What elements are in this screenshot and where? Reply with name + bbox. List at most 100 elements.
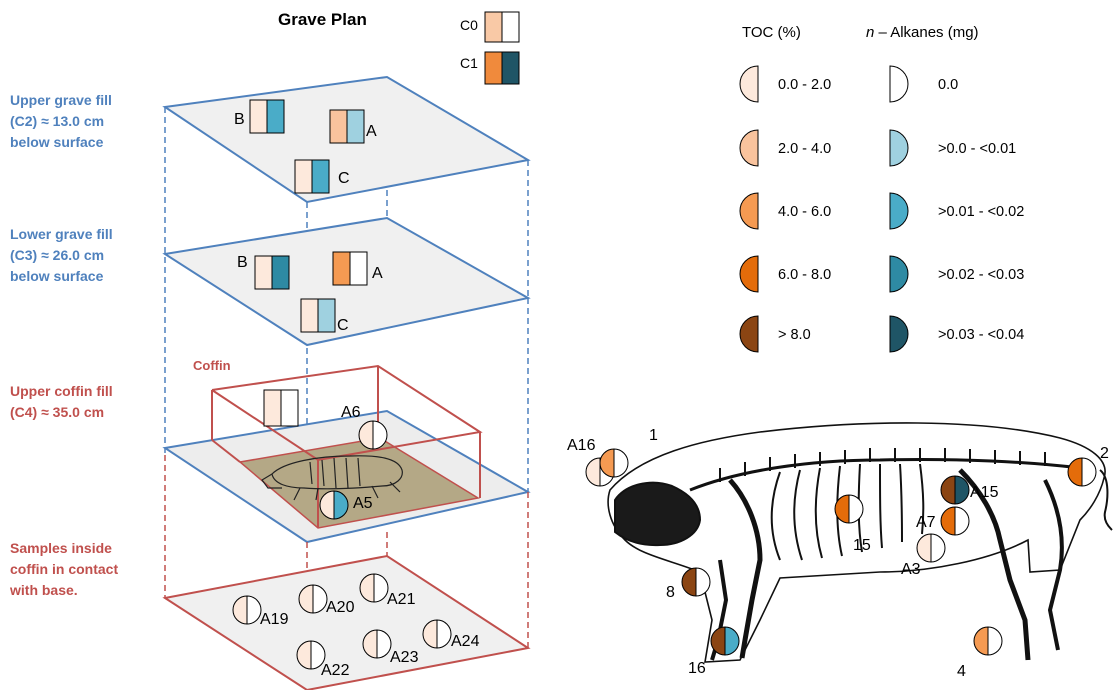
legend-toc-swatch: [739, 129, 759, 167]
toc-half: [319, 490, 335, 520]
toc-half: [1067, 457, 1083, 487]
alkanes-half: [333, 490, 349, 520]
toc-half: [599, 448, 615, 478]
legend-alkanes-swatch: [889, 315, 909, 353]
key-c1-label: C1: [460, 55, 478, 71]
alkanes-half: [1081, 457, 1097, 487]
sample-label: A19: [260, 611, 289, 628]
label-line: (C4) ≈ 35.0 cm: [10, 404, 104, 420]
sample-label: 8: [666, 584, 675, 601]
legend-toc-item: 0.0 - 2.0: [739, 65, 831, 103]
sample-label: A15: [970, 484, 999, 501]
sample-label: 16: [688, 660, 706, 677]
base-sample-a23: [362, 629, 392, 659]
pig-sample-15: [834, 494, 864, 524]
pig-sample-a15: [940, 475, 970, 505]
toc-half: [296, 640, 312, 670]
sample-label: A20: [326, 599, 355, 616]
legend-toc-label: > 8.0: [778, 327, 811, 343]
alkanes-half: [373, 573, 389, 603]
key-c1-right: [501, 51, 520, 85]
sample-label: A24: [451, 633, 480, 650]
toc-half: [263, 389, 282, 427]
label-line: (C3) ≈ 26.0 cm: [10, 247, 104, 263]
alkanes-half: [376, 629, 392, 659]
alkanes-half: [349, 251, 368, 286]
alkanes-half: [954, 506, 970, 536]
base-sample-a20: [298, 584, 328, 614]
legend-alkanes-header: n – Alkanes (mg): [866, 24, 979, 41]
key-c0: C0: [460, 11, 520, 43]
toc-half: [681, 567, 697, 597]
coffin-label: Coffin: [193, 358, 231, 373]
legend-toc-header: TOC (%): [742, 24, 801, 41]
legend-alkanes-swatch: [889, 255, 909, 293]
alkanes-half: [266, 99, 285, 134]
legend-alkanes-swatch: [889, 192, 909, 230]
pig-sample-8: [681, 567, 711, 597]
alkanes-half: [317, 298, 336, 333]
toc-half: [300, 298, 319, 333]
legend-toc-swatch: [739, 192, 759, 230]
label-lower-grave-fill: Lower grave fill (C3) ≈ 26.0 cm below su…: [10, 226, 113, 284]
toc-half: [254, 255, 273, 290]
legend-alkanes-item: >0.02 - <0.03: [889, 255, 1024, 293]
key-c1-left: [484, 51, 503, 85]
alkanes-half: [848, 494, 864, 524]
sample-label: C: [338, 170, 350, 187]
toc-half: [422, 619, 438, 649]
label-upper-coffin-fill: Upper coffin fill (C4) ≈ 35.0 cm: [10, 383, 113, 420]
legend-alkanes-label: >0.0 - <0.01: [938, 141, 1016, 157]
legend-alkanes-rest: – Alkanes (mg): [874, 24, 978, 41]
coffin-pig-skeleton-icon: [261, 455, 403, 501]
legend-alkanes-label: >0.03 - <0.04: [938, 327, 1024, 343]
base-sample-a22: [296, 640, 326, 670]
toc-half: [329, 109, 348, 144]
base-sample-a19: [232, 595, 262, 625]
label-line: (C2) ≈ 13.0 cm: [10, 113, 104, 129]
sample-label: C: [337, 317, 349, 334]
label-line: Lower grave fill: [10, 226, 113, 242]
sample-label: 4: [957, 663, 966, 680]
alkanes-half: [310, 640, 326, 670]
pig-sample-4: [973, 626, 1003, 656]
label-base-samples: Samples inside coffin in contact with ba…: [9, 540, 118, 598]
alkanes-half: [280, 389, 299, 427]
coffin-floor-soil: [238, 437, 481, 529]
alkanes-half: [436, 619, 452, 649]
legend-alkanes-label: 0.0: [938, 77, 958, 93]
legend-toc-label: 2.0 - 4.0: [778, 141, 831, 157]
toc-half: [362, 629, 378, 659]
base-sample-a21: [359, 573, 389, 603]
key-c0-right: [501, 11, 520, 43]
alkanes-half: [954, 475, 970, 505]
legend-toc-label: 4.0 - 6.0: [778, 204, 831, 220]
pig-sample-a3: [916, 533, 946, 563]
lower-sample-a: [332, 251, 368, 286]
toc-half: [232, 595, 248, 625]
upper-sample-c: [294, 159, 330, 194]
legend-toc-item: 2.0 - 4.0: [739, 129, 831, 167]
legend-alkanes-label: >0.01 - <0.02: [938, 204, 1024, 220]
legend-alkanes-item: >0.0 - <0.01: [889, 129, 1016, 167]
toc-half: [359, 573, 375, 603]
pig-sample-1: [599, 448, 629, 478]
legend-toc-swatch: [739, 255, 759, 293]
alkanes-half: [311, 159, 330, 194]
sample-label: B: [234, 111, 245, 128]
legend-alkanes-label: >0.02 - <0.03: [938, 267, 1024, 283]
toc-half: [294, 159, 313, 194]
toc-half: [940, 475, 956, 505]
sample-label: A: [372, 265, 383, 282]
alkanes-half: [246, 595, 262, 625]
key-c0-left: [484, 11, 503, 43]
legend-alkanes-item: >0.01 - <0.02: [889, 192, 1024, 230]
sample-label: A3: [901, 561, 921, 578]
legend-alkanes-swatch: [889, 65, 909, 103]
sample-label: A22: [321, 662, 350, 679]
key-c0-label: C0: [460, 17, 478, 33]
label-line: Upper coffin fill: [10, 383, 113, 399]
key-c1: C1: [460, 51, 520, 85]
sample-label: 2: [1100, 445, 1109, 462]
